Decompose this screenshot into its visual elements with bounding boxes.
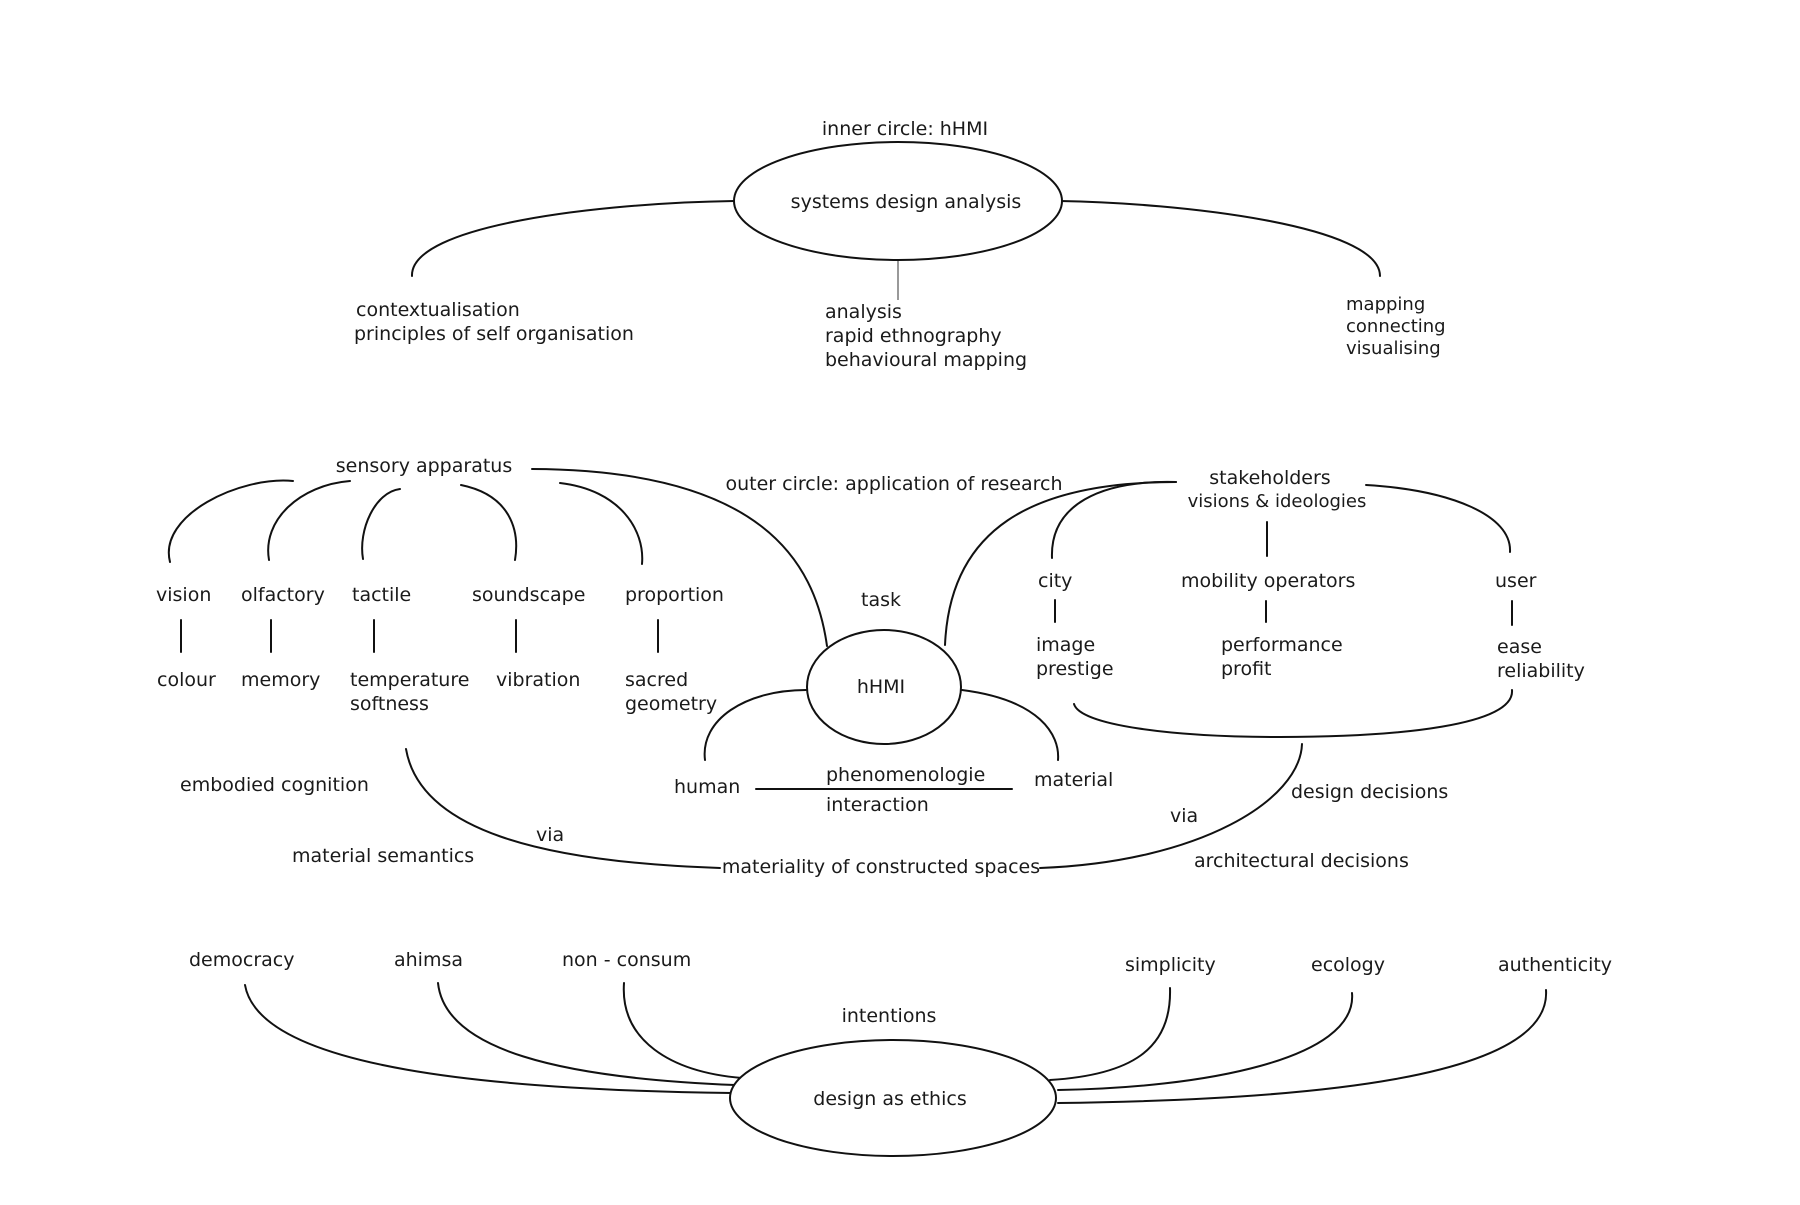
inner-left-line-1: contextualisation [356,299,520,321]
stakeholders-sub-label: visions & ideologies [1188,491,1367,512]
stakeholders-bracket [1073,689,1514,739]
ethics-simplicity: simplicity [1125,954,1216,976]
stakeholders-bottom-mobility-2: profit [1221,658,1272,680]
ethics-center-node [729,1039,1057,1157]
inner-circle-group: inner circle: hHMI systems design analys… [354,118,1446,371]
sensory-top-soundscape: soundscape [472,584,585,606]
stakeholders-bottom-user-1: ease [1497,636,1542,658]
task-label: task [861,589,901,611]
design-decisions-label: design decisions [1291,781,1448,803]
phenomenologie-label: phenomenologie [826,764,985,786]
sensory-top-tactile: tactile [352,584,411,606]
stakeholders-top-user: user [1495,570,1537,592]
stakeholders-top-city: city [1038,570,1072,592]
stakeholders-via-label: via [1170,805,1198,827]
sensory-bottom-proportion-1: sacred [625,669,688,691]
inner-left-line-2: principles of self organisation [354,323,634,345]
inner-center-node [733,141,1063,261]
materiality-right-arc [1039,743,1303,869]
materiality-group: materiality of constructed spaces [405,743,1303,878]
inner-right-line-2: connecting [1346,316,1446,337]
ethics-ecology: ecology [1311,954,1385,976]
inner-right-branch [1059,200,1381,277]
stakeholders-top-mobility: mobility operators [1181,570,1355,592]
sensory-bottom-soundscape: vibration [496,669,580,691]
inner-right-line-1: mapping [1346,294,1425,315]
ethics-authenticity: authenticity [1498,954,1612,976]
hub-left-arc [703,689,807,761]
stakeholders-arc-user [1365,484,1512,553]
sensory-group: sensory apparatus vision olfactory tacti… [156,455,828,867]
interaction-label: interaction [826,794,929,816]
sensory-bottom-vision: colour [157,669,216,691]
sensory-bottom-tactile-2: softness [350,693,429,715]
sensory-arc-proportion [559,482,644,565]
sensory-arc-olfactory [267,480,351,561]
sensory-bottom-tactile-1: temperature [350,669,469,691]
stakeholders-root-label: stakeholders [1209,467,1330,489]
outer-title: outer circle: application of research [725,473,1062,495]
sensory-top-proportion: proportion [625,584,724,606]
material-label: material [1034,769,1113,791]
stakeholders-to-hub-arc [944,481,1177,646]
sensory-arc-tactile [361,488,401,560]
stakeholders-bottom-user-2: reliability [1497,660,1585,682]
hhmi-hub-label: hHMI [857,676,905,698]
sensory-bottom-olfactory: memory [241,669,320,691]
architectural-decisions-label: architectural decisions [1194,850,1409,872]
stakeholders-arc-city [1050,480,1177,559]
ethics-arc-ahimsa [437,982,736,1086]
materiality-label: materiality of constructed spaces [722,856,1040,878]
stakeholders-bottom-city-2: prestige [1036,658,1114,680]
sensory-arc-soundscape [460,484,518,561]
inner-right-line-3: visualising [1346,338,1441,359]
sensory-via-label: via [536,824,564,846]
human-label: human [674,776,740,798]
ethics-arc-nonconsum [622,982,743,1079]
ethics-ahimsa: ahimsa [394,949,463,971]
embodied-cognition-label: embodied cognition [180,774,369,796]
ethics-group: design as ethics intentions democracy ah… [189,949,1612,1157]
ethics-arc-ecology [1057,992,1354,1091]
ethics-democracy: democracy [189,949,294,971]
ethics-center-label: design as ethics [813,1088,966,1110]
ethics-arc-simplicity [1049,987,1172,1081]
stakeholders-bottom-mobility-1: performance [1221,634,1343,656]
sensory-top-olfactory: olfactory [241,584,325,606]
sensory-to-hub-arc [531,468,828,647]
ethics-nonconsum: non - consum [562,949,691,971]
inner-middle-line-2: rapid ethnography [825,325,1002,347]
intentions-label: intentions [842,1005,937,1027]
stakeholders-bottom-city-1: image [1036,634,1095,656]
inner-middle-line-3: behavioural mapping [825,349,1027,371]
inner-middle-line-1: analysis [825,301,902,323]
hhmi-hub-node [806,629,962,745]
sensory-root-label: sensory apparatus [336,455,513,477]
hub-group: outer circle: application of research ta… [674,473,1113,816]
hub-right-arc [961,689,1060,761]
sensory-bottom-proportion-2: geometry [625,693,717,715]
ethics-arc-authenticity [1057,989,1548,1104]
ethics-arc-democracy [244,984,733,1094]
materiality-left-arc [405,748,721,869]
inner-center-label: systems design analysis [791,191,1022,213]
sensory-arc-vision [167,479,294,563]
inner-title: inner circle: hHMI [822,118,988,140]
sensory-top-vision: vision [156,584,211,606]
inner-left-branch [410,200,735,277]
stakeholders-group: stakeholders visions & ideologies city m… [944,467,1585,872]
material-semantics-label: material semantics [292,845,474,867]
